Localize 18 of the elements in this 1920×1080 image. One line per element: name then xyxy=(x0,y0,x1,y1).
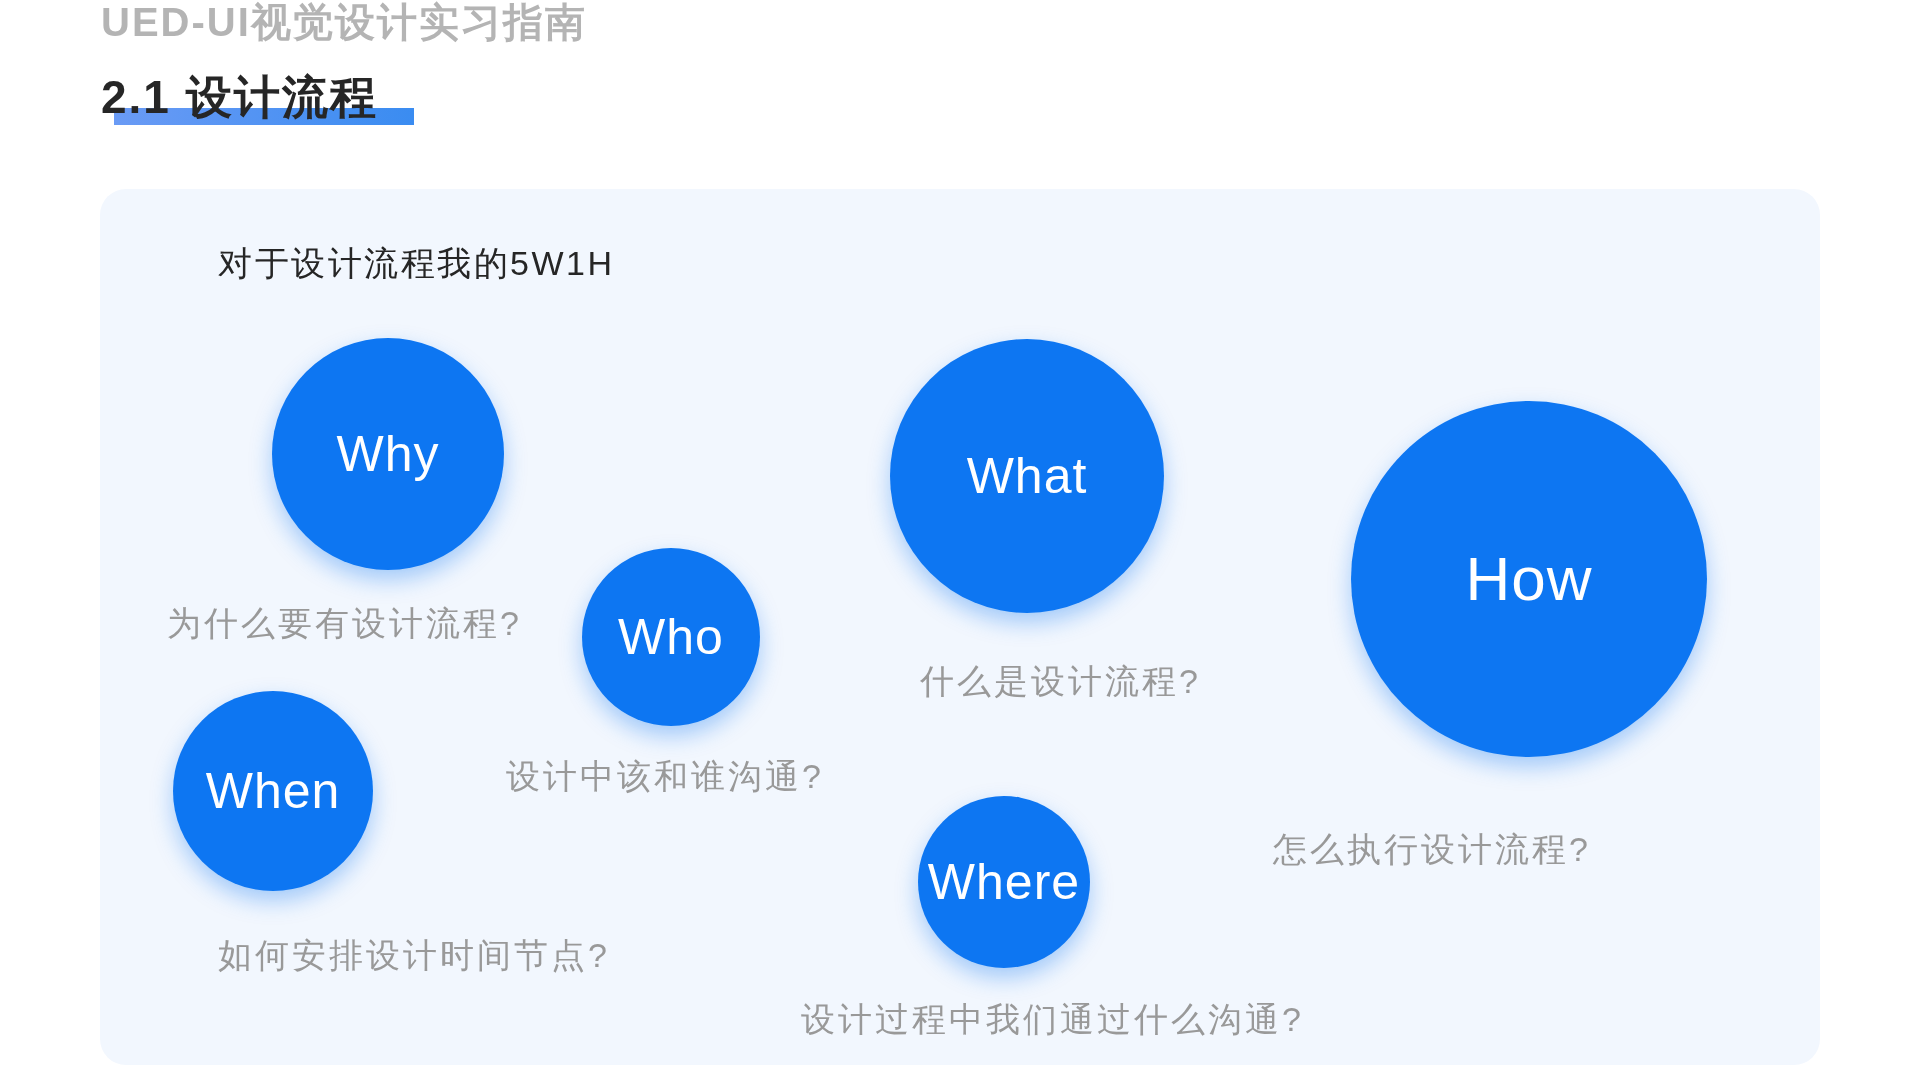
question-word: When xyxy=(205,763,341,819)
content-panel xyxy=(100,189,1820,1065)
question-circle xyxy=(918,796,1090,968)
question-word: Who xyxy=(618,609,724,665)
panel-heading: 对于设计流程我的5W1H xyxy=(218,243,615,284)
header-text: UED-UI视觉设计实习指南 xyxy=(101,0,587,44)
question-circle xyxy=(173,691,373,891)
question-word: What xyxy=(966,448,1088,504)
question-word: How xyxy=(1465,544,1593,614)
question-text: 设计中该和谁沟通? xyxy=(506,756,824,797)
question-text: 如何安排设计时间节点? xyxy=(218,935,610,976)
question-text: 为什么要有设计流程? xyxy=(167,603,522,644)
question-text: 什么是设计流程? xyxy=(920,661,1201,702)
question-text: 怎么执行设计流程? xyxy=(1273,829,1591,870)
question-text: 设计过程中我们通过什么沟通? xyxy=(801,999,1304,1040)
question-circle xyxy=(582,548,760,726)
question-word: Why xyxy=(336,426,440,482)
question-word: Where xyxy=(927,854,1081,910)
